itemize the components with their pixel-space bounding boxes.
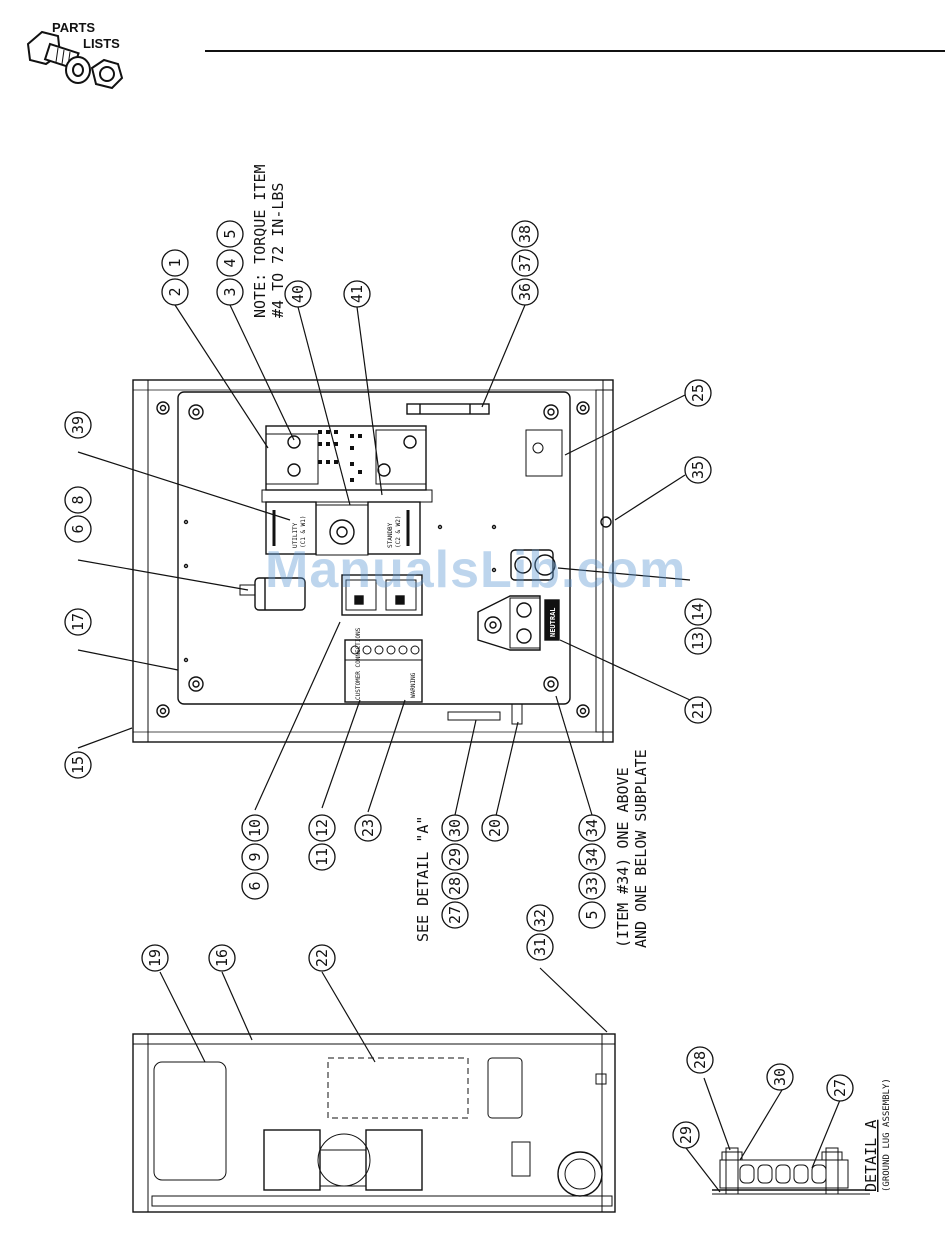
balloon-4: 4 [221,258,239,267]
balloon-33: 33 [583,877,601,895]
header-lists: LISTS [83,36,120,51]
balloon-34: 34 [583,819,601,837]
balloon-41: 41 [348,285,366,303]
torque-note-line1: NOTE: TORQUE ITEM [251,164,269,318]
balloon-5: 5 [221,229,239,238]
balloon-11: 11 [313,848,331,866]
balloon-6b: 6 [246,881,264,890]
balloon-13: 13 [689,632,707,650]
balloon-39: 39 [69,416,87,434]
balloon-3: 3 [221,287,239,296]
detail-balloon-29: 29 [677,1126,695,1144]
torque-note-line2: #4 TO 72 IN-LBS [269,183,287,318]
item34-note-line2: AND ONE BELOW SUBPLATE [632,749,650,948]
balloon-9: 9 [246,852,264,861]
balloon-8: 8 [69,495,87,504]
leader-lines [77,304,841,1193]
standby-label: STANDBY [387,522,394,548]
balloon-19: 19 [146,949,164,967]
contactor-assembly [261,425,433,556]
balloon-15: 15 [69,756,87,774]
ul-label-plate [525,429,563,477]
detail-a-drawing [712,1147,870,1195]
utility-label: UTILITY [292,522,299,548]
balloon-36: 36 [516,283,534,301]
balloon-21: 21 [689,701,707,719]
balloon-20: 20 [486,819,504,837]
balloon-16: 16 [213,949,231,967]
balloon-22: 22 [313,949,331,967]
standby-sublabel: (C2 & W2) [395,515,402,548]
detail-balloon-28: 28 [691,1051,709,1069]
balloon-29: 29 [446,848,464,866]
balloon-1: 1 [166,258,184,267]
balloon-35: 35 [689,461,707,479]
detail-a-title: DETAIL A [862,1120,880,1192]
detail-balloon-27: 27 [831,1079,849,1097]
enclosure-side-view [132,1033,616,1213]
warning-label: WARNING [410,672,417,698]
enclosure-front [132,379,614,743]
neutral-lug-assembly [477,549,560,651]
balloon-32: 32 [531,909,549,927]
balloon-27: 27 [446,906,464,924]
balloon-17: 17 [69,613,87,631]
balloon-23: 23 [359,819,377,837]
customer-terminal-strip [344,639,423,703]
fuse-block [341,574,423,616]
watermark: ManualsLib.com [265,541,687,599]
nut-bolt-icon [26,30,124,90]
header-rule [205,50,945,52]
balloon-2: 2 [166,287,184,296]
balloon-34b: 34 [583,848,601,866]
utility-sublabel: (C1 & W1) [300,515,307,548]
mounting-bracket [406,403,490,415]
neutral-label: NEUTRAL [549,607,557,637]
balloon-37: 37 [516,254,534,272]
detail-balloon-30: 30 [771,1068,789,1086]
header-parts: PARTS [52,20,96,35]
balloon-30: 30 [446,819,464,837]
balloon-6: 6 [69,524,87,533]
balloon-25: 25 [689,384,707,402]
balloon-31: 31 [531,938,549,956]
balloon-38: 38 [516,225,534,243]
customer-connections-label: CUSTOMER CONNECTIONS [355,627,362,700]
balloon-14: 14 [689,603,707,621]
see-detail-note: SEE DETAIL "A" [414,816,432,942]
balloon-10: 10 [246,819,264,837]
detail-a-subtitle: (GROUND LUG ASSEMBLY) [882,1078,892,1192]
balloon-28: 28 [446,877,464,895]
ground-lug-strip [447,711,501,721]
balloon-5b: 5 [583,910,601,919]
balloon-40: 40 [289,285,307,303]
motor [239,577,306,611]
item34-note-line1: (ITEM #34) ONE ABOVE [614,767,632,948]
balloon-12: 12 [313,819,331,837]
